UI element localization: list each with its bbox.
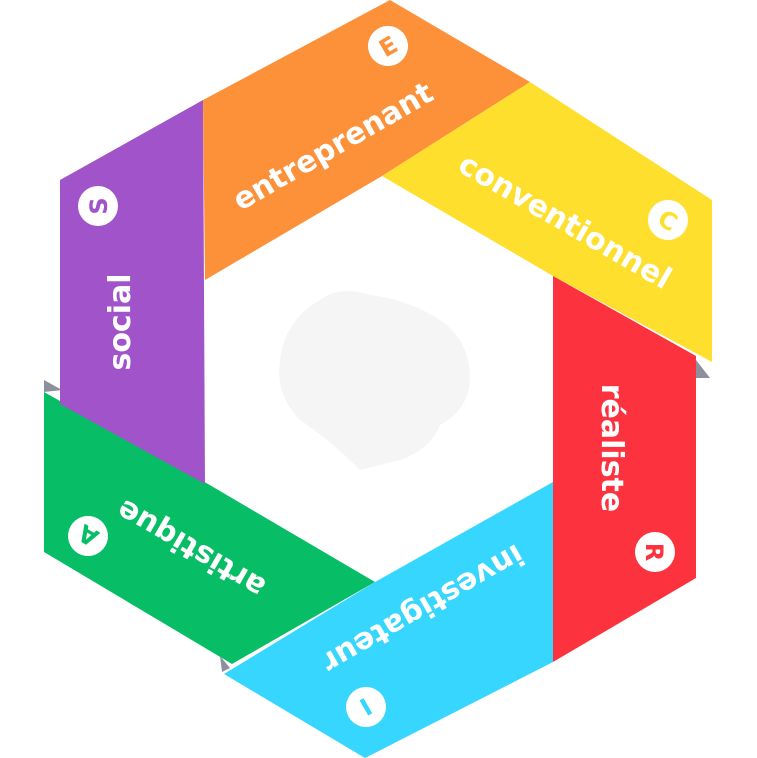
badge-C: C (648, 200, 688, 240)
center-watermark (279, 291, 470, 470)
badge-letter-S: S (85, 197, 113, 214)
badge-circle (68, 516, 108, 556)
badge-I: I (346, 687, 386, 727)
band-artistique (44, 392, 375, 664)
badge-S: S (78, 186, 118, 226)
badge-A: A (68, 516, 108, 556)
badge-circle (346, 687, 386, 727)
badge-circle (635, 532, 675, 572)
fold-bottom-left (220, 656, 230, 672)
label-realiste: réaliste (594, 384, 629, 513)
badge-circle (648, 200, 688, 240)
badge-letter-R: R (640, 543, 668, 561)
badge-circle (368, 26, 408, 66)
badge-circle (78, 186, 118, 226)
fold-left (44, 380, 62, 392)
band-conventionnel (382, 82, 712, 362)
badge-R: R (635, 532, 675, 572)
band-entreprenant (203, 0, 530, 280)
label-social: social (103, 273, 138, 370)
band-investigateur (224, 482, 553, 758)
fold-right (696, 360, 710, 378)
watermark-shape (279, 291, 470, 470)
badge-E: E (368, 26, 408, 66)
